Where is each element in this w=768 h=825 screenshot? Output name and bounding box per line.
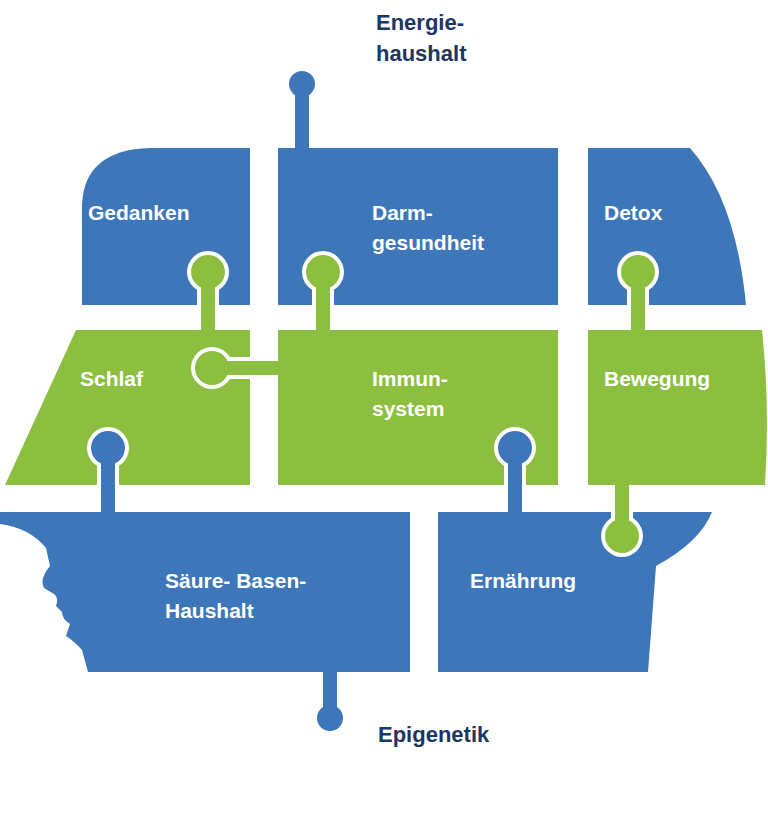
- piece-label: Darm- gesundheit: [372, 198, 522, 259]
- piece-label: Ernährung: [470, 566, 646, 596]
- piece-label: Säure- Basen- Haushalt: [165, 566, 345, 627]
- piece-label: Immun- system: [372, 364, 482, 425]
- piece-label: Detox: [604, 198, 714, 228]
- piece-label: Schlaf: [80, 364, 180, 394]
- piece-label: Gedanken: [88, 198, 246, 228]
- piece-outline: [438, 512, 712, 672]
- head-piece: Säure- Basen- Haushalt: [0, 512, 410, 672]
- puzzle-piece: Bewegung: [588, 330, 768, 485]
- piece-outline: [588, 330, 767, 485]
- piece-shape: [588, 330, 768, 485]
- piece-outline: [5, 330, 250, 485]
- piece-label: Bewegung: [604, 364, 754, 394]
- pin-label: Epigenetik: [378, 720, 548, 751]
- piece-shape: [588, 148, 748, 305]
- piece-outline: [588, 148, 746, 305]
- piece-outline: [82, 148, 250, 305]
- pin-label: Energie- haushalt: [376, 8, 496, 70]
- piece-outline: [278, 148, 558, 305]
- puzzle-piece: Ernährung: [438, 512, 712, 672]
- puzzle-piece: Detox: [588, 148, 748, 305]
- piece-outline: [278, 330, 558, 485]
- piece-outline: [0, 512, 410, 672]
